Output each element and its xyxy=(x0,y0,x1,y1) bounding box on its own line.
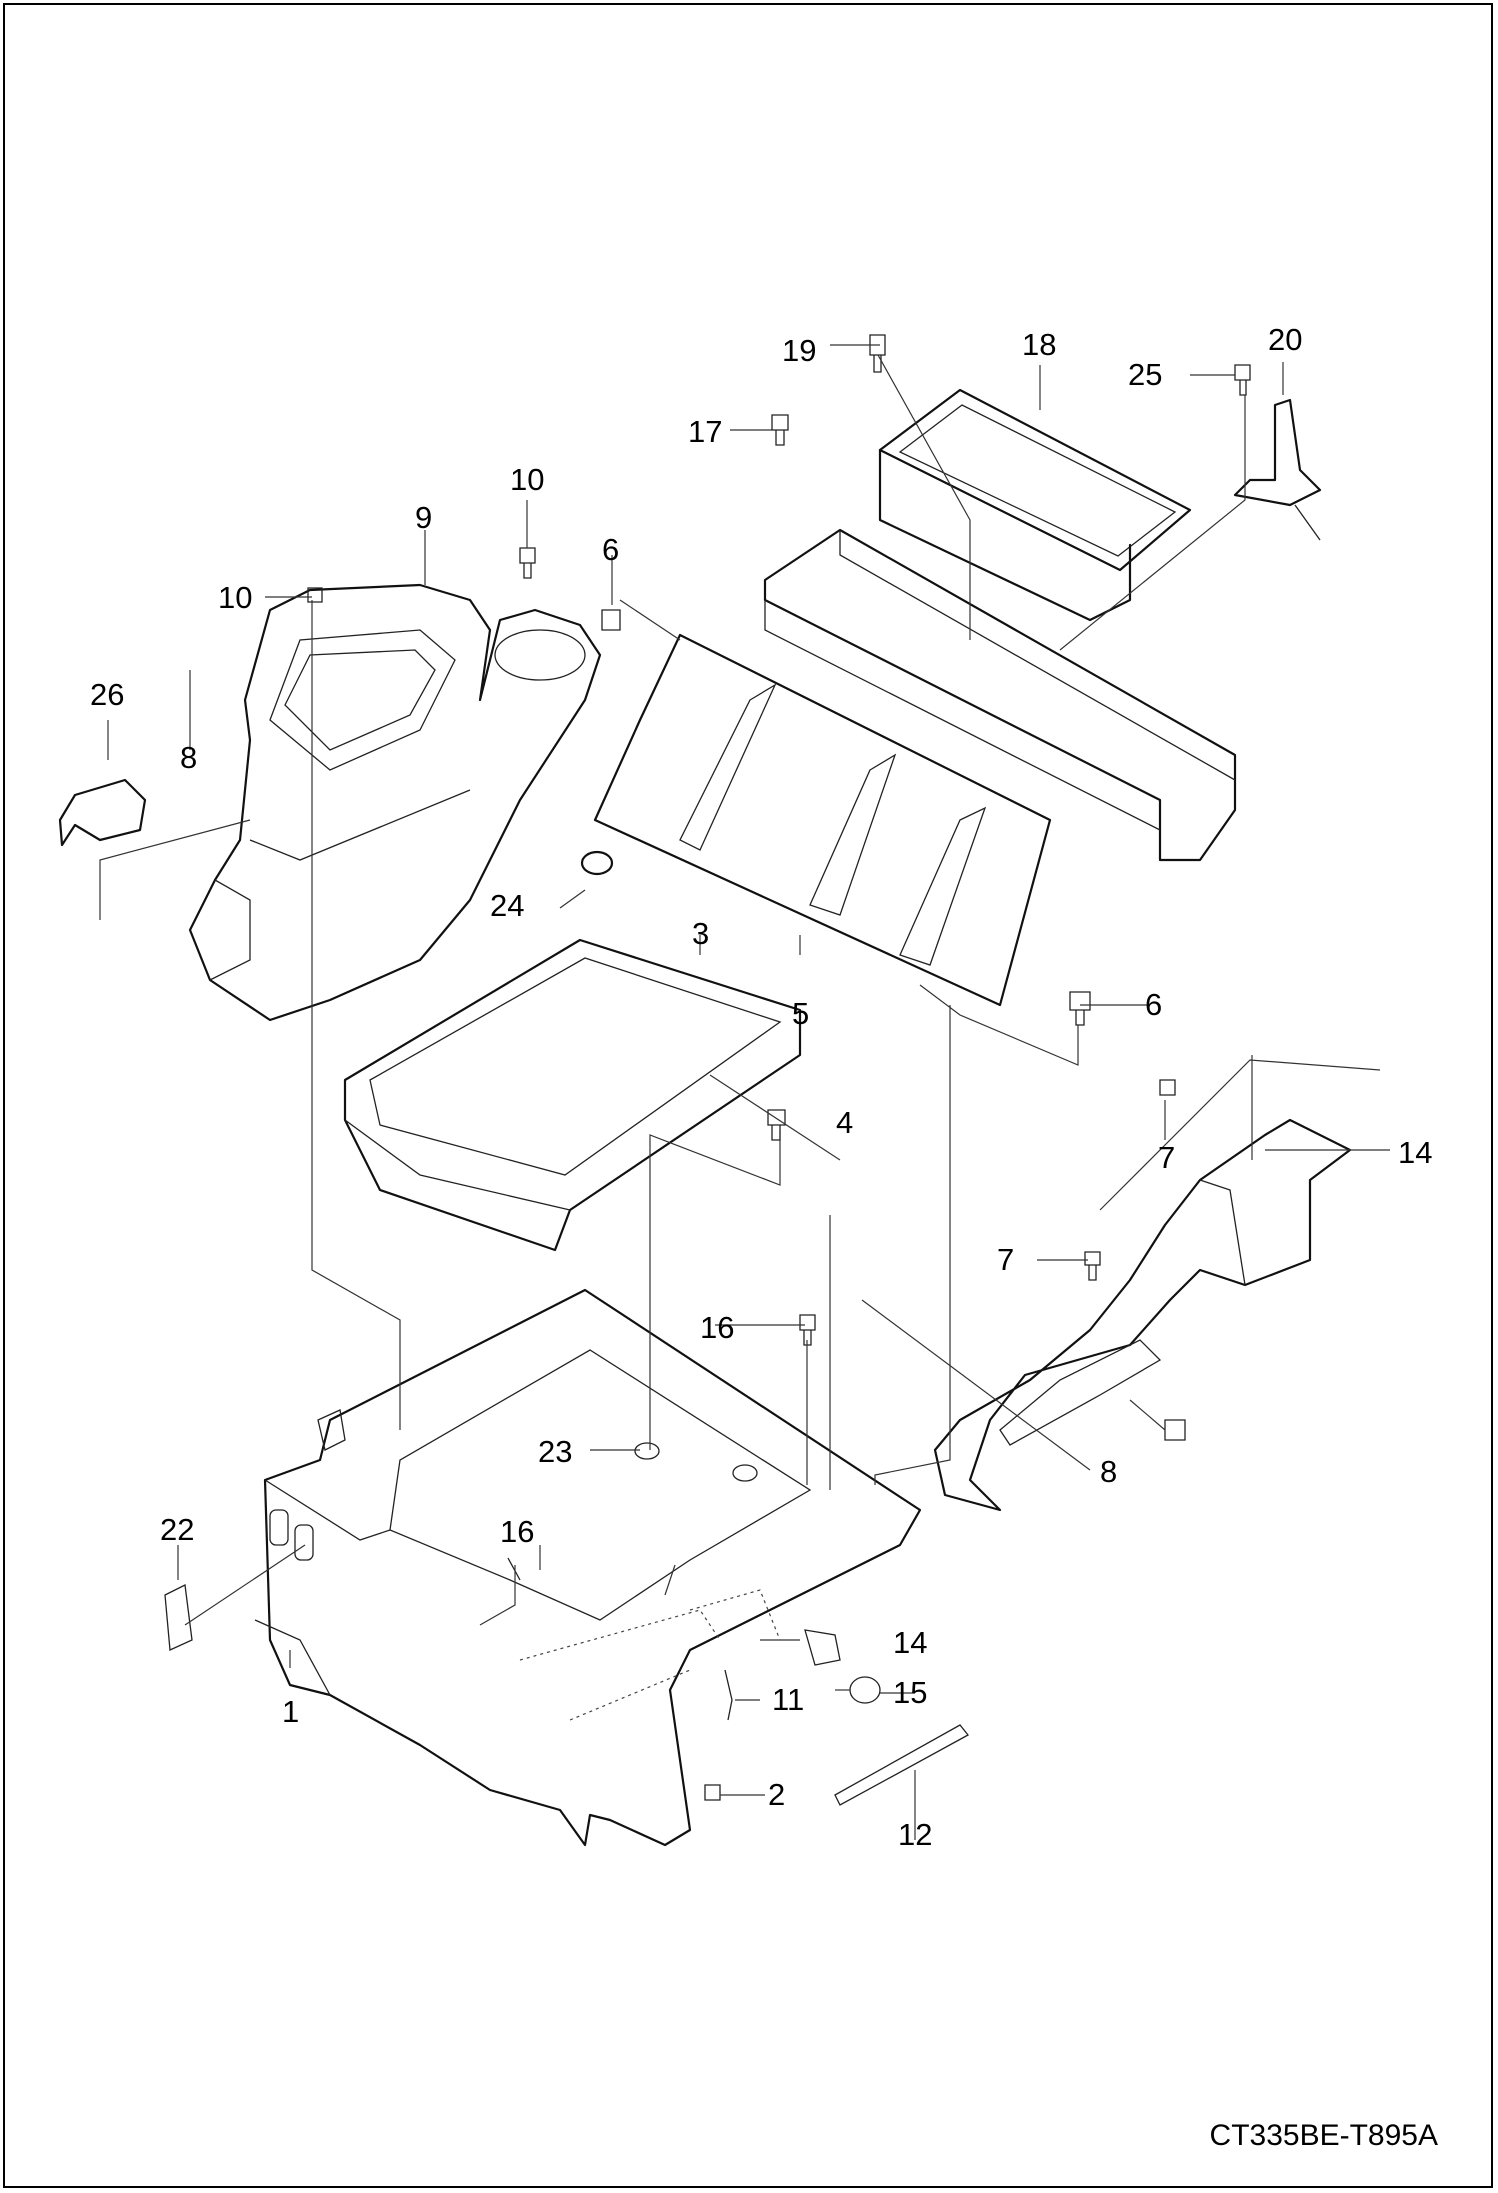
callout-8b: 8 xyxy=(1100,1454,1117,1489)
callout-20: 19 xyxy=(782,333,816,368)
callout-14: 14 xyxy=(893,1625,927,1660)
leader-lines xyxy=(99,344,1390,1840)
callout-18: 18 xyxy=(1022,327,1056,362)
part-24-grommet xyxy=(580,850,614,876)
callout-22: 22 xyxy=(160,1512,194,1547)
part-1-seat-base xyxy=(254,1288,922,1847)
callout-7a: 7 xyxy=(1158,1140,1175,1175)
callout-15: 15 xyxy=(893,1675,927,1710)
callout-9: 9 xyxy=(415,500,432,535)
hardware-bolts xyxy=(164,334,1251,1806)
part-5-rear-panel xyxy=(593,633,1052,1007)
part-9-left-console xyxy=(188,583,602,1022)
hidden-lines xyxy=(519,1589,781,1721)
callout-4: 4 xyxy=(836,1105,853,1140)
callout-11: 11 xyxy=(772,1682,804,1717)
callout-6b: 6 xyxy=(1145,987,1162,1022)
part-17-right-console xyxy=(933,1118,1352,1512)
callout-17: 14 xyxy=(1398,1135,1432,1170)
part-21-bracket xyxy=(1233,398,1322,541)
callout-25: 25 xyxy=(1128,357,1162,392)
callout-3: 3 xyxy=(692,916,709,951)
callout-2: 2 xyxy=(768,1777,785,1812)
callout-1: 1 xyxy=(282,1694,299,1729)
callout-26: 26 xyxy=(90,677,124,712)
callout-23: 23 xyxy=(538,1434,572,1469)
drawing-frame xyxy=(3,3,1493,2188)
callout-5: 5 xyxy=(792,996,809,1031)
callout-19: 17 xyxy=(688,414,722,449)
part-18-toolbox xyxy=(878,388,1192,622)
callout-8a: 8 xyxy=(180,740,197,775)
part-26-cap xyxy=(58,778,147,847)
callout-21: 20 xyxy=(1268,322,1302,357)
callout-7b: 7 xyxy=(997,1242,1014,1277)
callout-10a: 10 xyxy=(510,462,544,497)
part-3-floor-tray xyxy=(343,938,802,1252)
callout-24: 24 xyxy=(490,888,524,923)
callout-10b: 10 xyxy=(218,580,252,615)
callout-labels: 19 18 25 20 17 10 9 6 10 26 8 24 3 5 6 4… xyxy=(90,322,1432,1852)
crossmember xyxy=(763,528,1237,862)
drawing-code: CT335BE-T895A xyxy=(1209,2119,1438,2152)
callout-16: 16 xyxy=(700,1310,734,1345)
callout-12: 12 xyxy=(898,1817,932,1852)
callout-6a: 6 xyxy=(602,532,619,567)
callout-13: 16 xyxy=(500,1514,534,1549)
